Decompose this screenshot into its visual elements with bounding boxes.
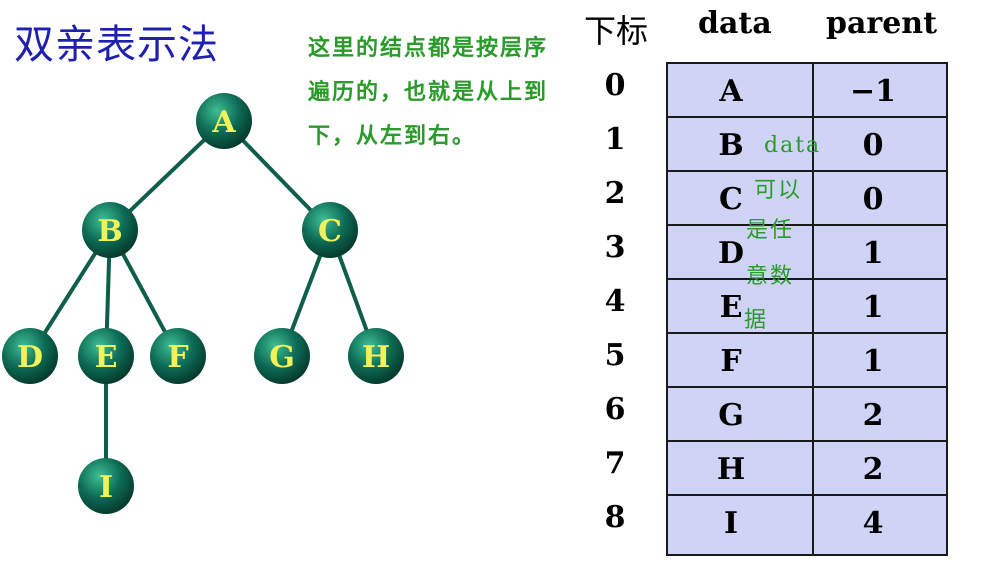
- row-index: 8: [604, 500, 626, 535]
- tree-node-C: C: [302, 202, 358, 258]
- tree-node-circle: [254, 328, 310, 384]
- cell-parent: 0: [862, 182, 884, 217]
- tree-edges: [28, 119, 378, 486]
- tree-node-E: E: [78, 328, 134, 384]
- row-index: 7: [604, 446, 626, 481]
- tree-node-label: G: [269, 340, 295, 375]
- row-index: 0: [604, 68, 626, 103]
- cell-data: B: [718, 128, 744, 163]
- row-index: 4: [604, 284, 626, 319]
- cell-data: F: [720, 344, 742, 379]
- row-divider: [668, 386, 946, 388]
- tree-node-D: D: [2, 328, 58, 384]
- cell-data: C: [719, 182, 743, 217]
- tree-node-circle: [2, 328, 58, 384]
- tree-node-circle: [82, 202, 138, 258]
- header-index: 下标: [584, 12, 649, 50]
- tree-node-label: D: [17, 340, 43, 375]
- tree-node-circle: [196, 93, 252, 149]
- tree-node-circle: [150, 328, 206, 384]
- row-index: 6: [604, 392, 626, 427]
- header-parent: parent: [826, 6, 937, 41]
- tree-node-H: H: [348, 328, 404, 384]
- tree-diagram: A B C D E F G H I: [2, 93, 404, 514]
- cell-parent: 0: [862, 128, 884, 163]
- row-divider: [668, 278, 946, 280]
- column-divider: [812, 64, 814, 554]
- tree-node-B: B: [82, 202, 138, 258]
- row-index: 1: [604, 122, 626, 157]
- cell-parent: 4: [862, 506, 884, 541]
- overlay-note-line: 是任: [746, 218, 795, 243]
- tree-nodes: A B C D E F G H I: [2, 93, 404, 514]
- overlay-note-line: 意数: [746, 264, 795, 289]
- tree-node-label: E: [95, 340, 118, 375]
- cell-data: D: [717, 236, 744, 271]
- cell-data: E: [719, 290, 743, 325]
- tree-node-I: I: [78, 458, 134, 514]
- overlay-note-line: 据: [744, 308, 769, 333]
- tree-node-circle: [78, 458, 134, 514]
- tree-node-label: C: [318, 214, 342, 249]
- tree-node-circle: [78, 328, 134, 384]
- traversal-note: 这里的结点都是按层序遍历的，也就是从上到下，从左到右。: [308, 35, 549, 149]
- tree-node-label: I: [99, 470, 113, 505]
- row-divider: [668, 170, 946, 172]
- row-index: 3: [604, 230, 626, 265]
- overlay-note-line: 可以: [754, 178, 803, 203]
- row-divider: [668, 116, 946, 118]
- row-divider: [668, 494, 946, 496]
- tree-node-circle: [348, 328, 404, 384]
- tree-node-label: F: [167, 340, 188, 375]
- cell-parent: 1: [862, 290, 884, 325]
- cell-data: H: [716, 452, 746, 487]
- cell-parent: −1: [849, 74, 896, 109]
- tree-node-F: F: [150, 328, 206, 384]
- cell-parent: 1: [862, 344, 884, 379]
- tree-node-A: A: [196, 93, 252, 149]
- cell-data: G: [718, 398, 744, 433]
- tree-node-label: B: [97, 214, 122, 249]
- cell-parent: 2: [862, 398, 884, 433]
- cell-data: I: [723, 506, 739, 541]
- cell-data: A: [719, 74, 743, 109]
- page-title: 双亲表示法: [14, 22, 219, 68]
- tree-node-label: A: [211, 105, 236, 140]
- row-divider: [668, 224, 946, 226]
- header-data: data: [698, 6, 772, 41]
- cell-parent: 1: [862, 236, 884, 271]
- row-divider: [668, 332, 946, 334]
- tree-node-circle: [302, 202, 358, 258]
- row-divider: [668, 440, 946, 442]
- tree-node-G: G: [254, 328, 310, 384]
- cell-parent: 2: [862, 452, 884, 487]
- overlay-note-line: data: [764, 133, 822, 158]
- tree-node-label: H: [362, 340, 390, 375]
- row-index: 5: [604, 338, 626, 373]
- row-index: 2: [604, 176, 626, 211]
